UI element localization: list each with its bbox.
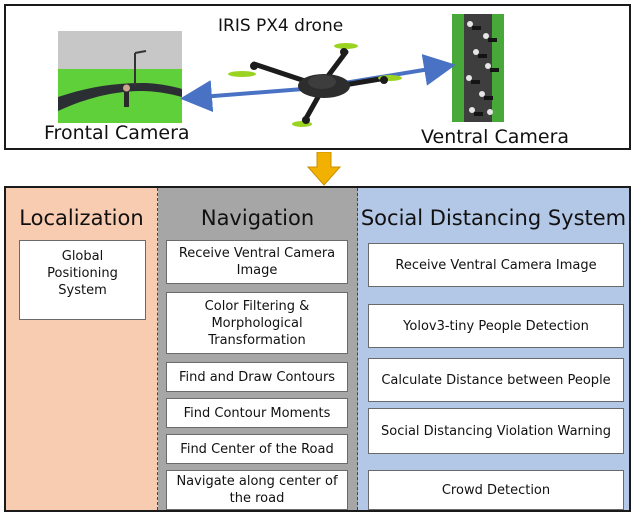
- down-arrow-icon: [306, 152, 342, 186]
- localization-column: Localization Global Positioning System: [6, 188, 158, 510]
- nav-step-label: Color Filtering & Morphological Transfor…: [204, 298, 310, 348]
- gps-block: Global Positioning System: [19, 240, 146, 320]
- social-step: Receive Ventral Camera Image: [368, 243, 624, 287]
- nav-step: Color Filtering & Morphological Transfor…: [166, 292, 348, 354]
- social-step-label: Yolov3-tiny People Detection: [403, 318, 589, 334]
- nav-step-label: Receive Ventral Camera Image: [178, 246, 336, 278]
- gps-label: Global Positioning System: [47, 249, 118, 298]
- social-step: Social Distancing Violation Warning: [368, 408, 624, 454]
- social-step: Calculate Distance between People: [368, 358, 624, 402]
- navigation-title: Navigation: [200, 206, 315, 230]
- nav-step-label: Find Center of the Road: [180, 441, 334, 457]
- ventral-camera-image: [452, 14, 504, 122]
- nav-step: Navigate along center of the road: [166, 470, 348, 510]
- nav-step: Find Center of the Road: [166, 434, 348, 464]
- social-step: Yolov3-tiny People Detection: [368, 304, 624, 348]
- social-step-label: Calculate Distance between People: [381, 372, 611, 388]
- drone-title: IRIS PX4 drone: [218, 16, 344, 36]
- social-step-label: Crowd Detection: [441, 482, 551, 498]
- navigation-column: Navigation Receive Ventral Camera Image …: [158, 188, 358, 510]
- nav-step-label: Navigate along center of the road: [176, 474, 338, 506]
- nav-step-label: Find Contour Moments: [183, 405, 331, 421]
- social-step-label: Social Distancing Violation Warning: [381, 423, 611, 439]
- frontal-camera-label: Frontal Camera: [44, 122, 190, 144]
- system-blocks-panel: Localization Global Positioning System N…: [4, 186, 631, 512]
- nav-step-label: Find and Draw Contours: [178, 369, 336, 385]
- social-step: Crowd Detection: [368, 470, 624, 510]
- nav-step: Receive Ventral Camera Image: [166, 240, 348, 284]
- drone-cameras-panel: IRIS PX4 drone: [4, 4, 631, 150]
- frontal-camera-image: [58, 31, 182, 123]
- social-distancing-column: Social Distancing System Receive Ventral…: [358, 188, 629, 510]
- nav-step: Find and Draw Contours: [166, 362, 348, 392]
- nav-step: Find Contour Moments: [166, 398, 348, 428]
- quadcopter-drone-icon: [180, 43, 456, 127]
- social-distancing-title: Social Distancing System: [360, 206, 627, 230]
- localization-title: Localization: [19, 206, 144, 230]
- ventral-camera-label: Ventral Camera: [421, 126, 570, 148]
- social-step-label: Receive Ventral Camera Image: [395, 257, 597, 273]
